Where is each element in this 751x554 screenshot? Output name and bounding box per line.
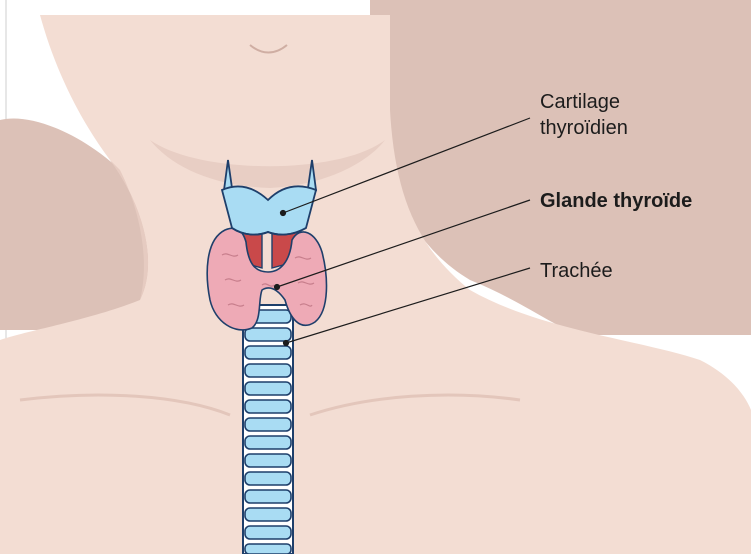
label-glande-thyroide: Glande thyroïde xyxy=(540,188,692,214)
label-cartilage-line1: Cartilage xyxy=(540,89,628,115)
label-cartilage-thyroidien: Cartilage thyroïdien xyxy=(540,89,628,141)
label-cartilage-line2: thyroïdien xyxy=(540,115,628,141)
label-trachee: Trachée xyxy=(540,258,613,284)
